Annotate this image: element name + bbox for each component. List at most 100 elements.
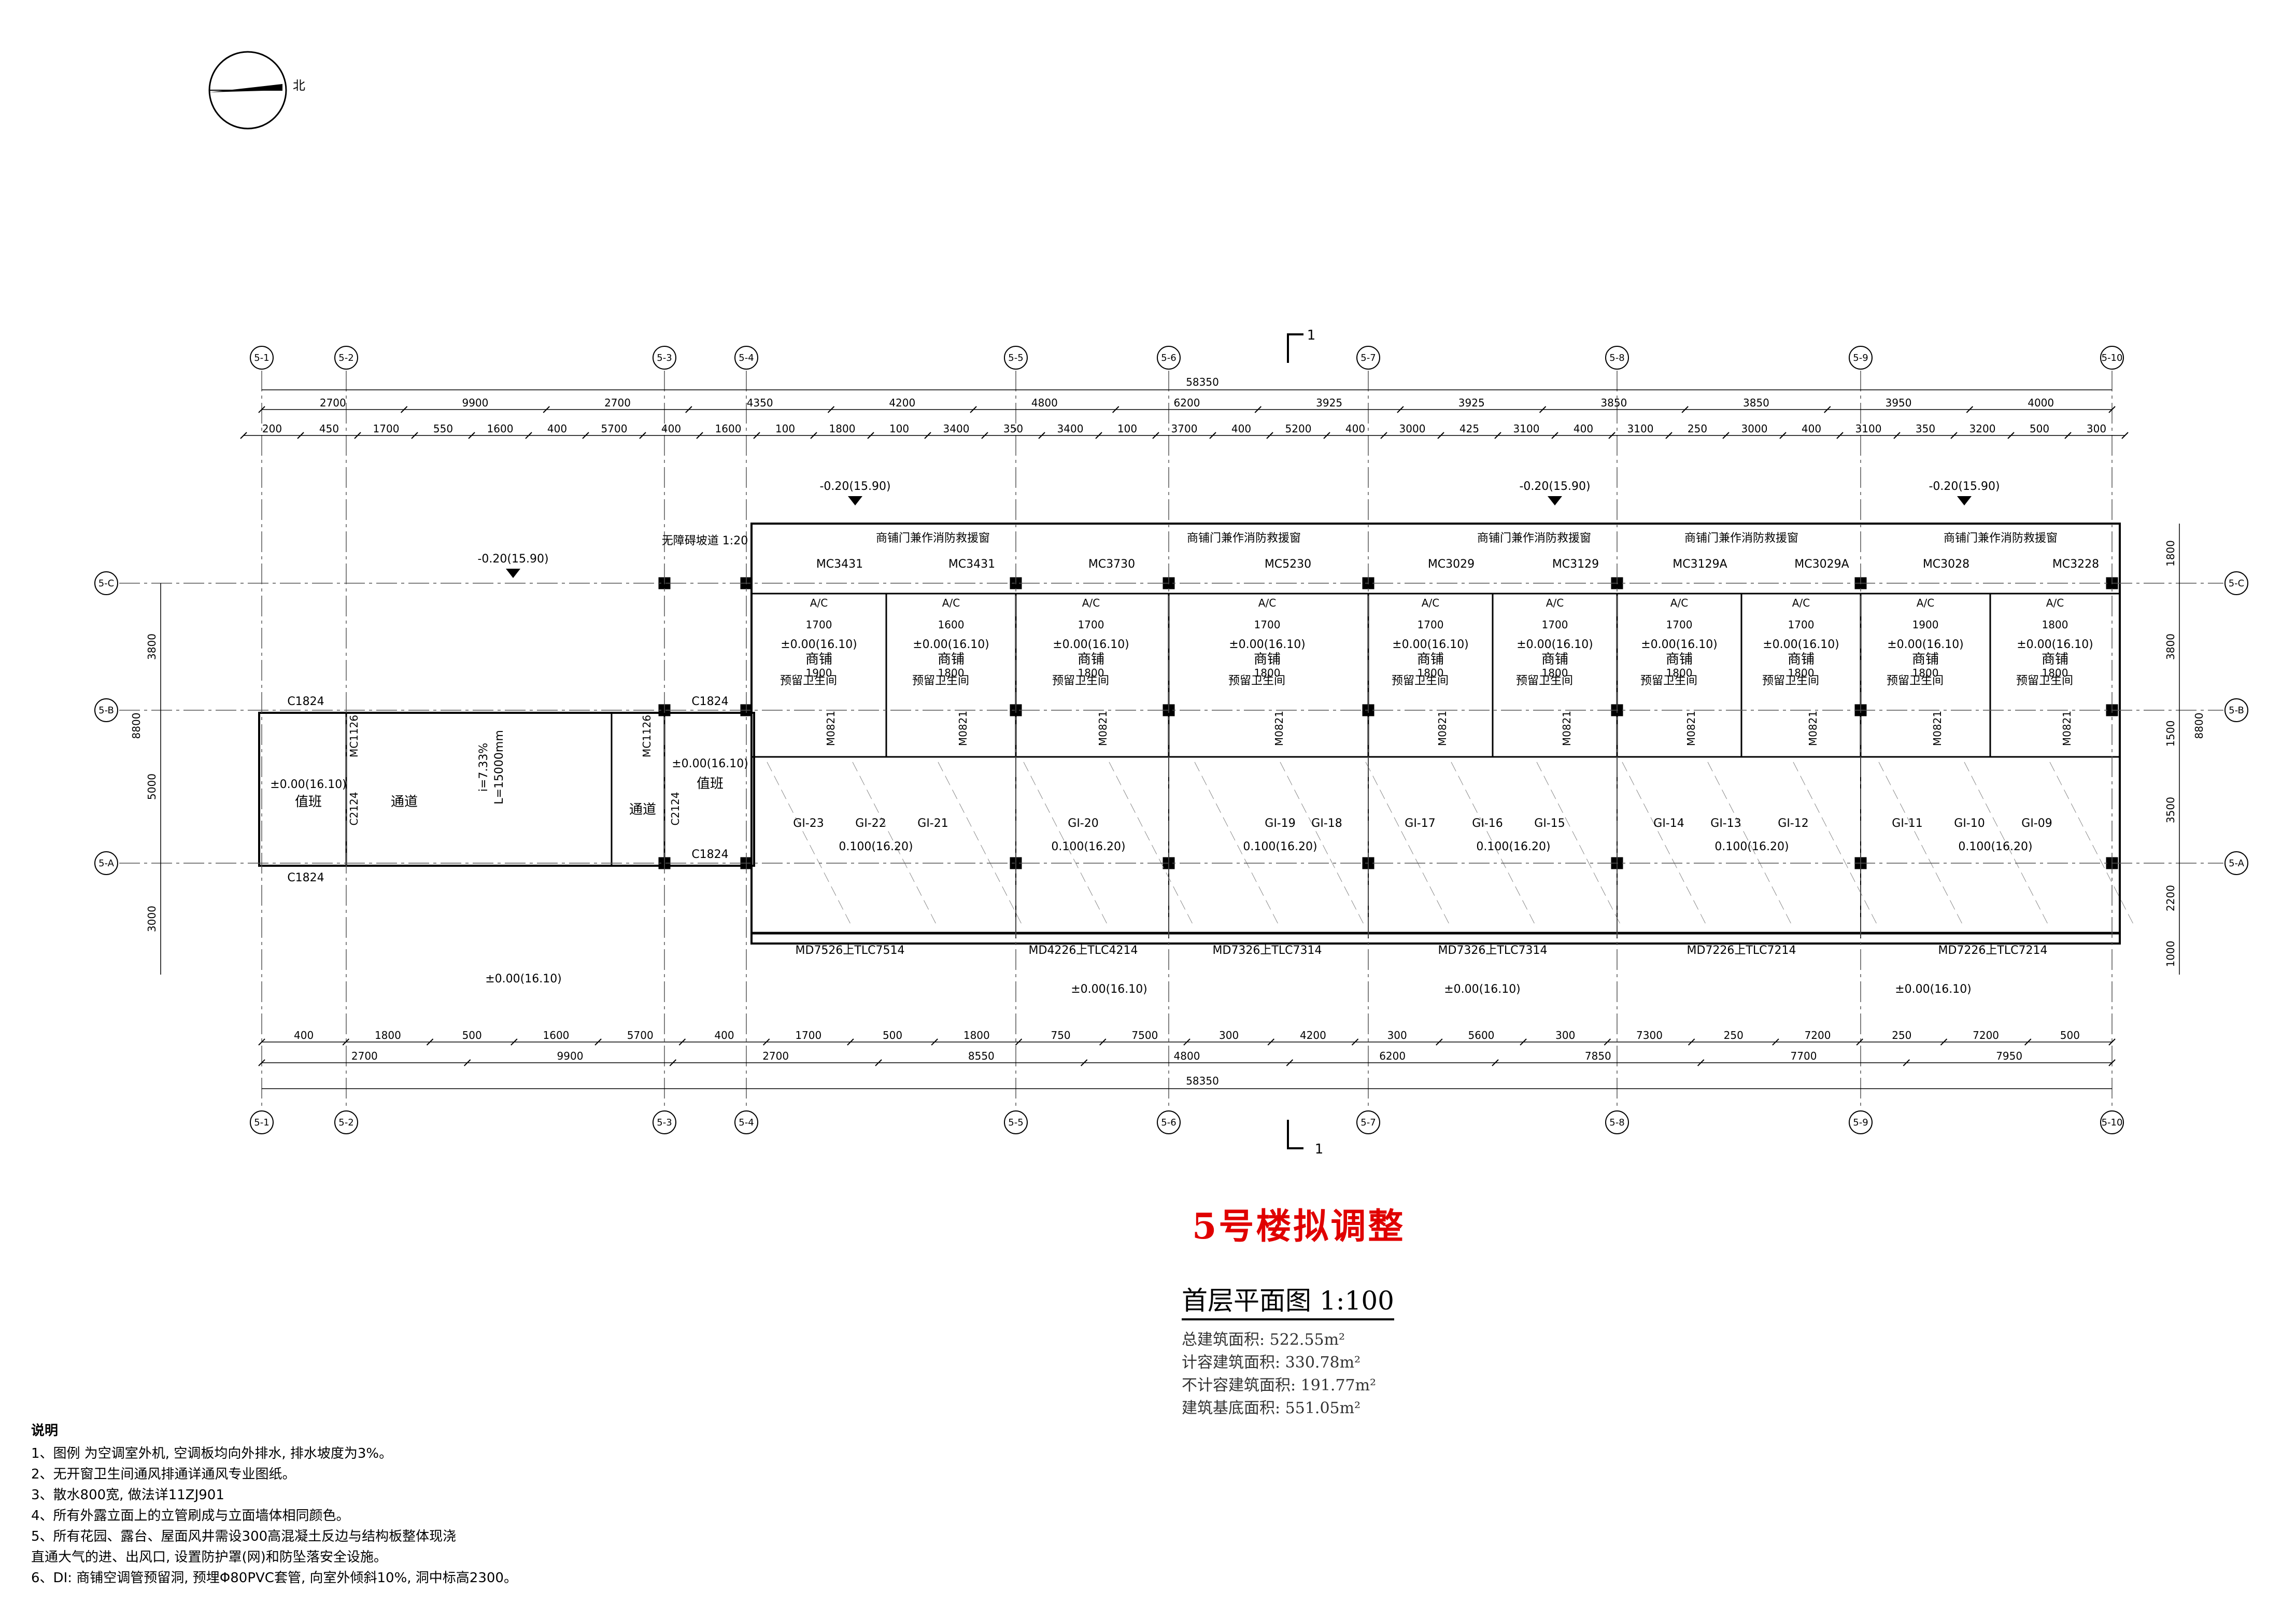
canopy-hatch: [938, 762, 1024, 928]
wc-label: 预留卫生间: [780, 674, 837, 687]
window-c2124: C2124: [669, 792, 682, 826]
shop-elevation: ±0.00(16.10): [1392, 638, 1469, 651]
ac-label: A/C: [1546, 597, 1564, 609]
ac-label: A/C: [1792, 597, 1810, 609]
passage-label: 通道: [629, 802, 656, 818]
tick: [1604, 1038, 1611, 1046]
corridor-elevation: 0.100(16.20): [839, 840, 913, 853]
door-bottom-label: MD7326上TLC7314: [1213, 944, 1322, 957]
canopy-hatch: [1023, 762, 1110, 928]
bottom-row1-value: 300: [1387, 1029, 1407, 1041]
shop-block-outline: [750, 523, 2121, 945]
top-row2-value: 3100: [1513, 423, 1540, 435]
top-row2-value: 3400: [1057, 423, 1084, 435]
duty-elevation: ±0.00(16.10): [270, 778, 347, 791]
tick: [1688, 1038, 1695, 1046]
tick: [1038, 432, 1045, 439]
tick: [1015, 1038, 1023, 1046]
tick: [810, 432, 817, 439]
wc-label: 预留卫生间: [1640, 674, 1697, 687]
ac-label: A/C: [1917, 597, 1934, 609]
axis-label: 5-5: [1008, 353, 1023, 363]
tick: [1437, 432, 1444, 439]
north-label: 北: [293, 78, 305, 93]
shop-dim: 1700: [1078, 618, 1104, 631]
door-m0821: M0821: [2061, 711, 2073, 746]
left-dim-value: 3800: [146, 633, 158, 660]
tick: [400, 406, 408, 413]
canopy-hatch: [1365, 762, 1452, 928]
left-dim-value: 3000: [146, 906, 158, 932]
bottom-row2-value: 4800: [1174, 1050, 1200, 1062]
bottom-row1-value: 750: [1051, 1029, 1070, 1041]
top-row2-value: 5700: [601, 423, 628, 435]
tick: [1903, 1059, 1910, 1066]
tick: [426, 1038, 434, 1046]
axis-bubble: [1605, 346, 1629, 370]
axis-label: 5-6: [1161, 1117, 1176, 1128]
wc-label: 预留卫生间: [1516, 674, 1573, 687]
shop-label: 商铺: [2042, 652, 2068, 667]
tick: [1836, 432, 1844, 439]
ac-label: A/C: [1670, 597, 1688, 609]
tick: [1080, 1059, 1088, 1066]
bottom-row2-value: 9900: [557, 1050, 584, 1062]
shop-dim: 1700: [1254, 618, 1281, 631]
section-mark-bottom: [1287, 1120, 1303, 1149]
corridor-elevation: 0.100(16.20): [1476, 840, 1550, 853]
tick: [342, 1038, 349, 1046]
top-row2-value: 100: [775, 423, 795, 435]
tick: [2064, 432, 2072, 439]
right-dim-value: 1500: [2164, 721, 2177, 747]
axis-bubble: [1849, 346, 1873, 370]
note-5b: 直通大气的进、出风口, 设置防护罩(网)和防坠落安全设施。: [31, 1550, 387, 1565]
grid-mark: GI-12: [1778, 817, 1808, 830]
passage-block-outline: [258, 712, 755, 867]
shop-elevation: ±0.00(16.10): [913, 638, 989, 651]
tick: [1099, 1038, 1107, 1046]
top-row2-value: 400: [547, 423, 567, 435]
axis-label: 5-6: [1161, 353, 1176, 363]
top-row1-value: 3850: [1743, 397, 1769, 409]
shop-label: 商铺: [1254, 652, 1281, 667]
tick: [1112, 406, 1119, 413]
door-top-label: MC3029: [1428, 558, 1475, 571]
canopy-hatch: [1707, 762, 1794, 928]
tick: [685, 406, 692, 413]
top-row2-value: 250: [1688, 423, 1707, 435]
tick: [753, 432, 760, 439]
top-row2-value: 3200: [1969, 423, 1996, 435]
left-dim-value: 5000: [146, 773, 158, 800]
axis-bubble: [2100, 1110, 2124, 1134]
shop-elevation: ±0.00(16.10): [1053, 638, 1129, 651]
bottom-row1-value: 250: [1892, 1029, 1911, 1041]
shop-window-note: 商铺门兼作消防救援窗: [1944, 532, 2058, 545]
door-mc1126: MC1126: [348, 715, 360, 757]
axis-label: 5-8: [1609, 1117, 1624, 1128]
top-row2-value: 425: [1459, 423, 1479, 435]
right-dim-value: 2200: [2164, 885, 2177, 911]
grid-mark: GI-23: [793, 817, 824, 830]
tick: [639, 432, 646, 439]
door-top-label: MC3129: [1552, 558, 1599, 571]
area-summary: 总建筑面积: 522.55m² 计容建筑面积: 330.78m² 不计容建筑面积…: [1182, 1329, 1544, 1420]
axis-bubble: [250, 1110, 274, 1134]
elevation-label: ±0.00(16.10): [1444, 983, 1521, 996]
ac-label: A/C: [1422, 597, 1439, 609]
canopy-hatch: [1536, 762, 1623, 928]
grid-mark: GI-20: [1068, 817, 1098, 830]
tick: [827, 406, 835, 413]
grid-mark: GI-14: [1653, 817, 1684, 830]
tick: [762, 1038, 770, 1046]
right-dim-value: 3800: [2164, 633, 2177, 660]
grid-mark: GI-18: [1311, 817, 1342, 830]
shop-dim: 1800: [1788, 667, 1815, 679]
axis-label: 5-4: [739, 1117, 754, 1128]
axis-label: 5-5: [1008, 1117, 1023, 1128]
bottom-row1-value: 7200: [1973, 1029, 1999, 1041]
bottom-row2-value: 7700: [1791, 1050, 1817, 1062]
door-top-label: MC3129A: [1673, 558, 1727, 571]
bottom-row1-value: 1800: [963, 1029, 990, 1041]
tick: [1436, 1038, 1443, 1046]
canopy-hatch: [1622, 762, 1708, 928]
